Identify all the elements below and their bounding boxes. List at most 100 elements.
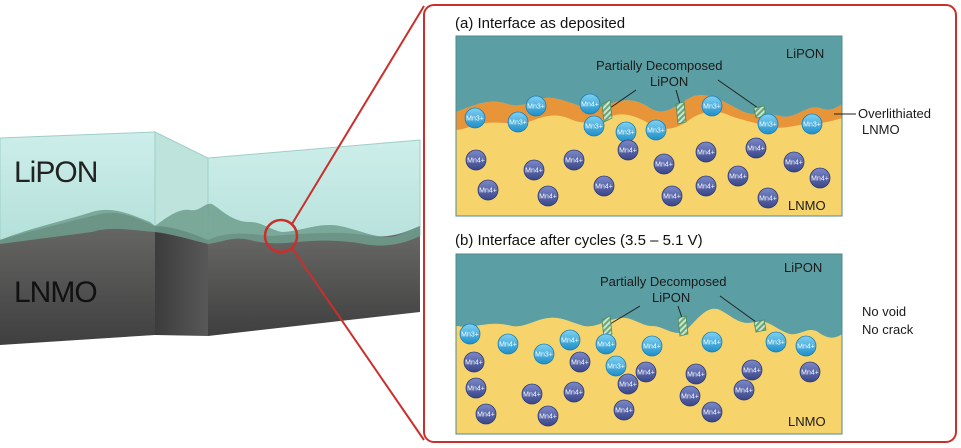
mn-ion-label: Mn4+ xyxy=(499,342,517,349)
mn-ion-label: Mn4+ xyxy=(785,160,803,167)
mn-ion-label: Mn4+ xyxy=(697,184,715,191)
zoom-line-bottom xyxy=(291,247,425,441)
mn-ion-label: Mn4+ xyxy=(467,158,485,165)
mn-ion-label: Mn4+ xyxy=(743,368,761,375)
panel-a-side-note-line1: Overlithiated xyxy=(858,106,931,121)
panel-a-side-note-line2: LNMO xyxy=(862,122,900,137)
mn-ion xyxy=(507,111,529,133)
panel-b-side-note-line1: No void xyxy=(862,304,906,319)
mn-ion-label: Mn4+ xyxy=(797,344,815,351)
mn-ion xyxy=(733,379,755,401)
mn-ion-label: Mn4+ xyxy=(595,184,613,191)
panel-a-title: (a) Interface as deposited xyxy=(455,15,625,32)
block-notch-lnmo-face xyxy=(155,226,208,336)
panel-b-decomposed-patch-2 xyxy=(677,315,689,337)
mn-ion-label: Mn4+ xyxy=(619,382,637,389)
mn-ion-label: Mn4+ xyxy=(759,196,777,203)
mn-ion xyxy=(741,359,763,381)
mn-ion xyxy=(523,159,545,181)
panel-b-side-note-line2: No crack xyxy=(862,322,914,337)
mn-ion-label: Mn3+ xyxy=(647,128,665,135)
mn-ion xyxy=(475,403,497,425)
block-3d: LiPON LNMO xyxy=(0,131,421,345)
zoom-line-top xyxy=(291,5,425,225)
panel-b-callout-leader-mid xyxy=(677,305,683,319)
mn-ion-label: Mn4+ xyxy=(703,340,721,347)
mn-ion-label: Mn4+ xyxy=(467,386,485,393)
mn-ion-label: Mn4+ xyxy=(615,408,633,415)
mn-ion xyxy=(795,335,817,357)
mn-ion xyxy=(783,151,805,173)
panel-a-decomposed-patch-1 xyxy=(601,99,613,123)
mn-ion-label: Mn4+ xyxy=(619,148,637,155)
panel-a-decomposed-patch-2 xyxy=(675,101,687,125)
mn-ion xyxy=(645,119,667,141)
panel-a-callout-line1: Partially Decomposed xyxy=(596,58,722,73)
panel-a-ions: Mn3+Mn3+Mn3+Mn3+Mn4+Mn3+Mn3+Mn3+Mn3+Mn3+… xyxy=(464,93,831,209)
panel-a: (a) Interface as deposited LiPON LNMO Pa… xyxy=(455,15,931,217)
block-top-label: LiPON xyxy=(14,156,97,189)
panel-a-overlithiated-band xyxy=(456,95,842,130)
mn-ion-label: Mn3+ xyxy=(759,122,777,129)
mn-ion xyxy=(537,405,559,427)
panel-b-decomposed-patch-1 xyxy=(601,315,613,339)
mn-ion xyxy=(593,175,615,197)
mn-ion-label: Mn4+ xyxy=(565,158,583,165)
mn-ion-label: Mn4+ xyxy=(597,342,615,349)
mn-ion xyxy=(497,333,519,355)
panel-b-lnmo-label: LNMO xyxy=(788,414,826,429)
mn-ion xyxy=(583,115,605,137)
mn-ion xyxy=(701,95,723,117)
mn-ion-label: Mn3+ xyxy=(803,122,821,129)
mn-ion-label: Mn4+ xyxy=(681,394,699,401)
mn-ion xyxy=(695,175,717,197)
mn-ion-label: Mn4+ xyxy=(479,188,497,195)
mn-ion-label: Mn4+ xyxy=(523,392,541,399)
mn-ion xyxy=(701,401,723,423)
mn-ion-label: Mn4+ xyxy=(539,414,557,421)
mn-ion xyxy=(559,329,581,351)
mn-ion-label: Mn3+ xyxy=(617,130,635,137)
mn-ion xyxy=(563,381,585,403)
mn-ion-label: Mn4+ xyxy=(655,162,673,169)
mn-ion xyxy=(605,355,627,377)
mn-ion xyxy=(661,185,683,207)
mn-ion-label: Mn4+ xyxy=(703,410,721,417)
panel-b: (b) Interface after cycles (3.5 – 5.1 V)… xyxy=(455,232,914,435)
mn-ion xyxy=(525,95,547,117)
mn-ion xyxy=(685,363,707,385)
panel-a-lipon-layer xyxy=(456,36,842,117)
panel-b-callout-leader-right xyxy=(719,295,757,323)
mn-ion-label: Mn4+ xyxy=(565,390,583,397)
mn-ion-label: Mn4+ xyxy=(539,194,557,201)
block-left-lnmo-face xyxy=(0,212,155,345)
mn-ion-label: Mn4+ xyxy=(729,174,747,181)
mn-ion xyxy=(613,399,635,421)
mn-ion-label: Mn4+ xyxy=(465,360,483,367)
mn-ion xyxy=(635,361,657,383)
mn-ion-label: Mn4+ xyxy=(581,102,599,109)
mn-ion xyxy=(537,185,559,207)
panel-b-callout-leader-left xyxy=(609,305,641,325)
mn-ion-label: Mn3+ xyxy=(466,116,484,123)
mn-ion xyxy=(617,139,639,161)
mn-ion xyxy=(521,383,543,405)
mn-ion xyxy=(579,93,601,115)
panel-a-lnmo-label: LNMO xyxy=(788,198,826,213)
panel-b-lipon-label: LiPON xyxy=(784,260,822,275)
mn-ion-label: Mn3+ xyxy=(461,332,479,339)
mn-ion-label: Mn4+ xyxy=(561,338,579,345)
mn-ion-label: Mn4+ xyxy=(687,372,705,379)
panel-b-callout-line2: LiPON xyxy=(652,290,690,305)
panel-a-callout-line2: LiPON xyxy=(650,74,688,89)
mn-ion-label: Mn4+ xyxy=(811,176,829,183)
mn-ion xyxy=(653,153,675,175)
mn-ion-label: Mn4+ xyxy=(735,388,753,395)
mn-ion xyxy=(801,113,823,135)
mn-ion-label: Mn4+ xyxy=(747,146,765,153)
panel-b-title: (b) Interface after cycles (3.5 – 5.1 V) xyxy=(455,232,703,249)
panel-b-lipon-layer xyxy=(456,254,842,338)
mn-ion-label: Mn3+ xyxy=(585,124,603,131)
mn-ion xyxy=(477,179,499,201)
